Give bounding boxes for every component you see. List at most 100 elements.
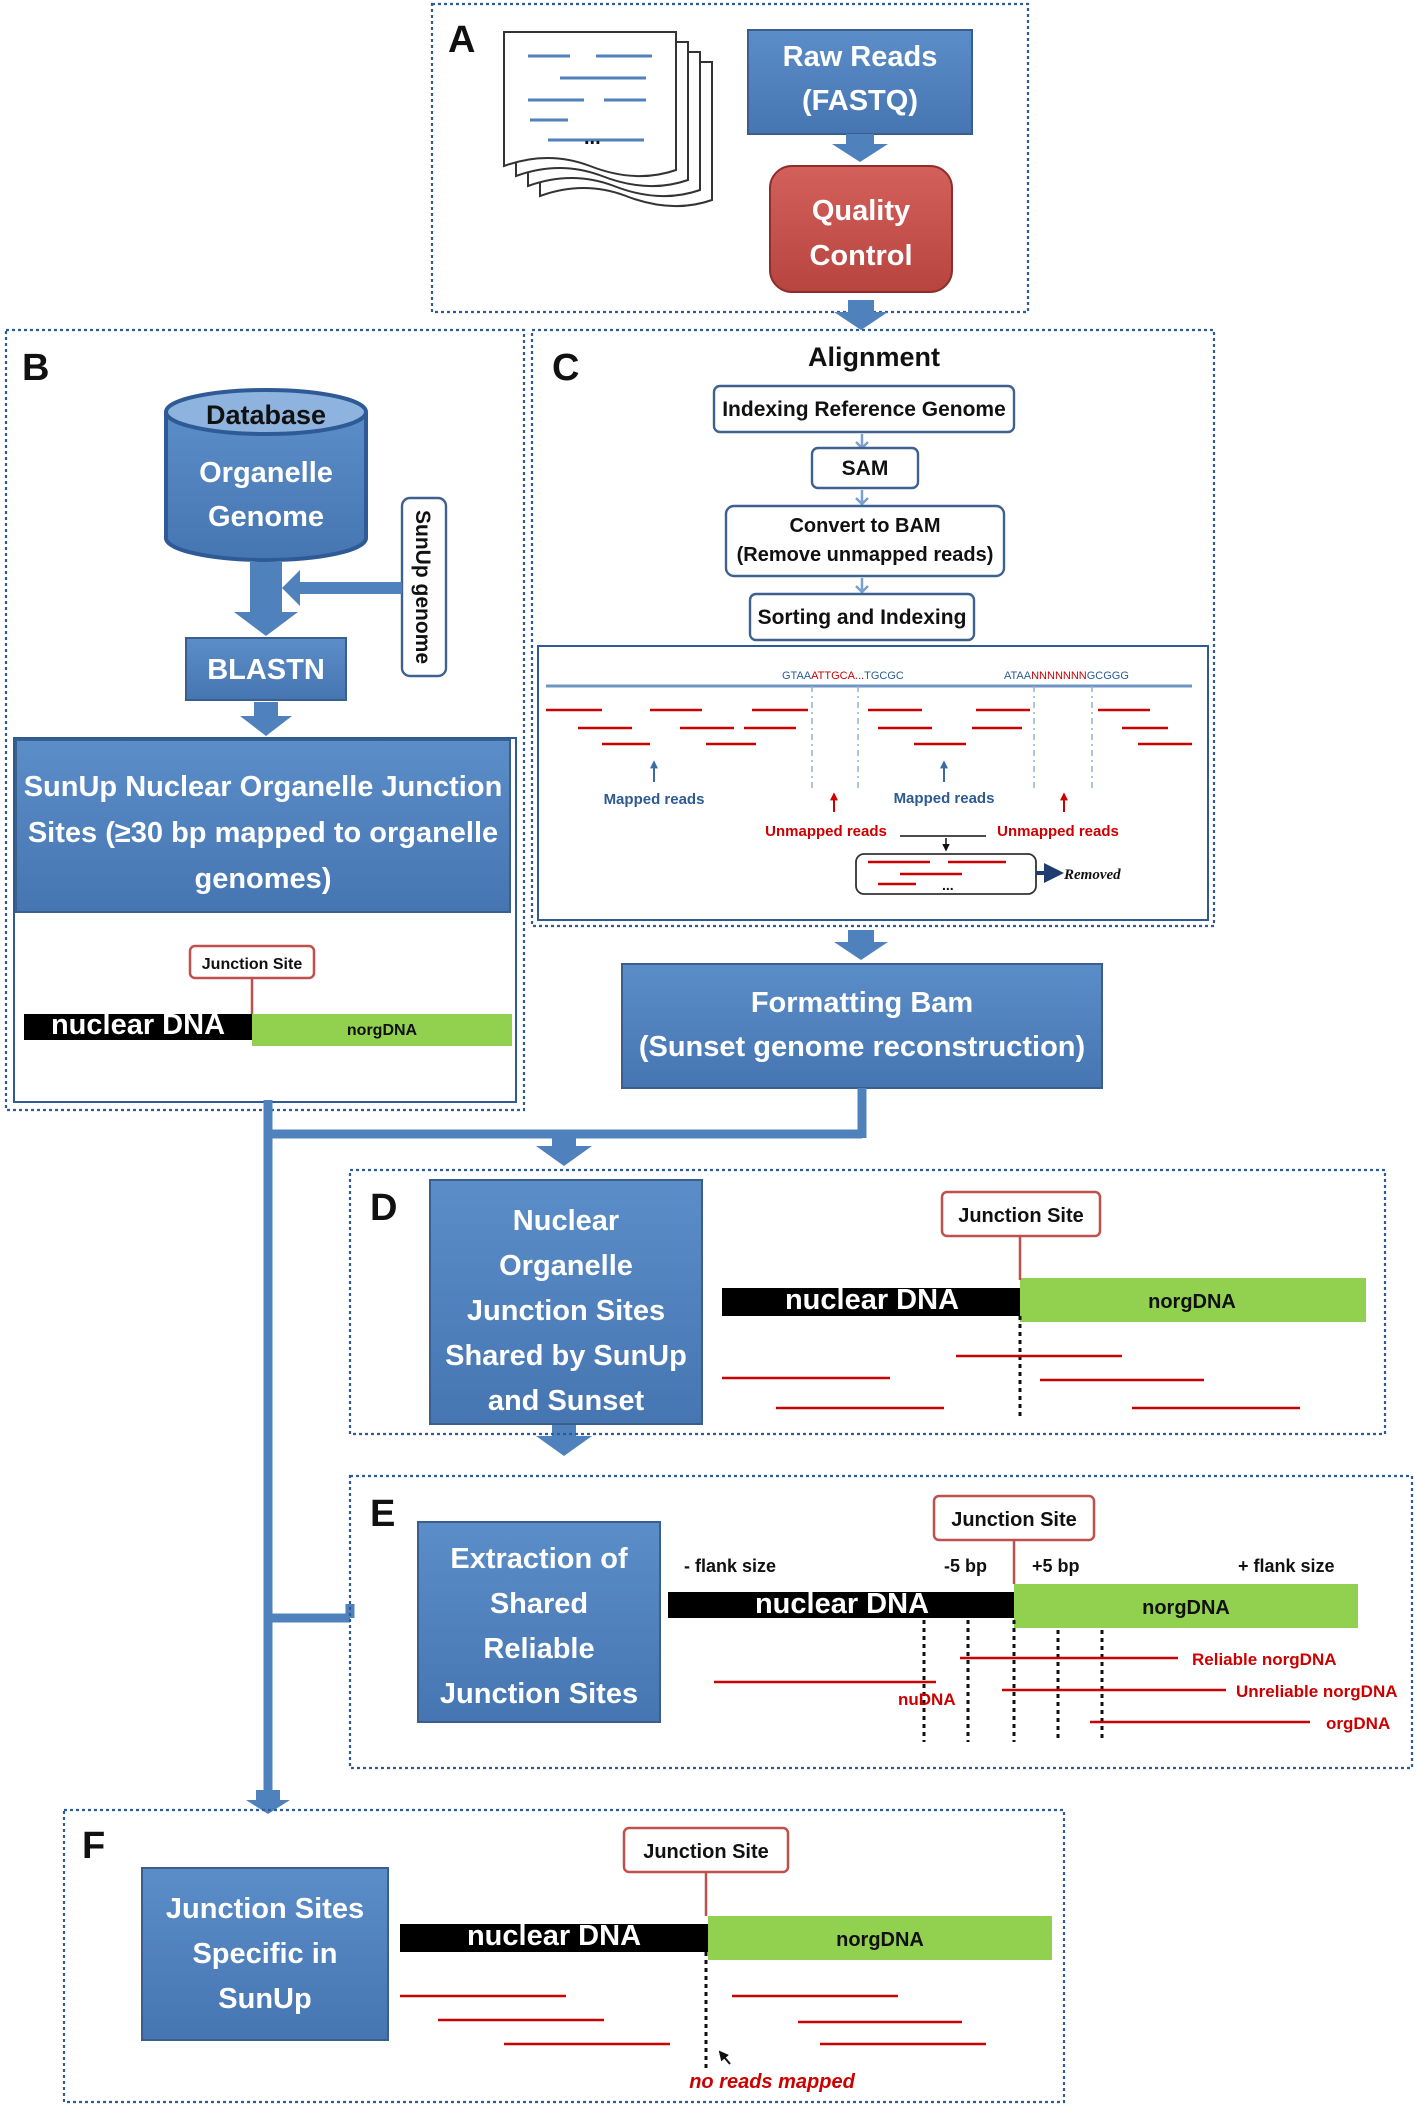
- arrow-bam-to-sorting: [855, 578, 869, 594]
- panel-b-letter: B: [22, 347, 49, 389]
- unmapped-reads-label-2: Unmapped reads: [997, 823, 1119, 840]
- blastn-box: [185, 637, 347, 701]
- organelle-genome-database: Database Organelle Genome: [164, 388, 368, 562]
- panel-c-frame: [530, 328, 1216, 928]
- nuclear-dna-label-b: nuclear DNA: [51, 1009, 225, 1041]
- norg-dna-label-f: norgDNA: [836, 1929, 924, 1951]
- indexing-label: Indexing Reference Genome: [722, 398, 1006, 421]
- indexing-box: [712, 384, 1016, 434]
- arrow-sam-to-bam: [855, 490, 869, 506]
- convert-bam-line1: Convert to BAM: [789, 515, 940, 537]
- arrow-indexing-to-sam: [855, 434, 869, 450]
- formatting-bam-line1: Formatting Bam: [751, 987, 973, 1019]
- sequence-1: GTAAATTGCA...TGCGC: [782, 670, 904, 682]
- shared-sites-line4: Shared by SunUp: [445, 1340, 687, 1372]
- extraction-box: [417, 1521, 661, 1723]
- removed-ellipsis: ...: [942, 877, 954, 893]
- raw-reads-label-line2: (FASTQ): [802, 85, 918, 117]
- arrow-qc-to-alignment: [834, 300, 888, 330]
- unmapped-reads-label-1: Unmapped reads: [765, 823, 887, 840]
- quality-control-line1: Quality: [812, 195, 910, 227]
- panel-d-junction-figure: Junction Site nuclear DNA norgDNA: [722, 1190, 1366, 1420]
- panel-d-letter: D: [370, 1187, 397, 1229]
- mapped-reads-label-1: Mapped reads: [604, 791, 705, 808]
- junction-site-label-e: Junction Site: [951, 1509, 1077, 1531]
- panel-f-frame: [62, 1808, 1066, 2104]
- minus-flank-label: - flank size: [684, 1556, 776, 1576]
- arrow-alignment-to-formatting: [834, 930, 888, 960]
- norg-dna-label-e: norgDNA: [1142, 1597, 1230, 1619]
- norg-dna-label-d: norgDNA: [1148, 1291, 1236, 1313]
- reliable-norgdna-label: Reliable norgDNA: [1192, 1650, 1337, 1669]
- panel-e-junction-figure: - flank size -5 bp +5 bp + flank size Ju…: [668, 1494, 1398, 1742]
- sunup-genome-label: SunUp genome: [411, 510, 434, 664]
- database-line2: Genome: [208, 501, 324, 533]
- arrow-blastn-to-sites: [240, 702, 292, 736]
- sunup-junction-sites-box: [15, 739, 511, 913]
- norg-dna-label-b: norgDNA: [347, 1022, 418, 1039]
- convert-bam-box: [724, 504, 1006, 578]
- shared-sites-line2: Organelle: [499, 1250, 633, 1282]
- shared-sites-line1: Nuclear: [513, 1205, 619, 1237]
- nuclear-dna-label-f: nuclear DNA: [467, 1920, 641, 1952]
- sam-box: [810, 446, 920, 490]
- junction-site-label-d: Junction Site: [958, 1205, 1084, 1227]
- extraction-line1: Extraction of: [450, 1543, 628, 1575]
- convert-bam-line2: (Remove unmapped reads): [737, 544, 994, 566]
- panel-b-junction-figure: Junction Site nuclear DNA norgDNA: [24, 944, 512, 1046]
- nudna-label: nuDNA: [898, 1690, 956, 1709]
- nuclear-dna-label-e: nuclear DNA: [755, 1588, 929, 1620]
- sunup-sites-line3: genomes): [195, 863, 332, 895]
- database-line1: Organelle: [199, 457, 333, 489]
- panel-f-letter: F: [82, 1825, 105, 1867]
- specific-sites-box: [141, 1867, 389, 2041]
- panel-a-frame: [430, 2, 1030, 314]
- formatting-bam-box: [621, 963, 1103, 1089]
- shared-sites-box: [429, 1179, 703, 1425]
- specific-line3: SunUp: [218, 1983, 311, 2015]
- fastq-files-icon: ...: [503, 31, 713, 208]
- panel-e-frame: [348, 1474, 1414, 1770]
- junction-site-callout-f: [622, 1826, 790, 1874]
- plus-flank-label: + flank size: [1238, 1556, 1335, 1576]
- sunup-sites-line1: SunUp Nuclear Organelle Junction: [24, 771, 503, 803]
- junction-site-callout-d: [940, 1190, 1102, 1238]
- database-header: Database: [206, 400, 326, 430]
- shared-sites-line5: and Sunset: [488, 1385, 645, 1417]
- sam-label: SAM: [842, 457, 889, 480]
- reads-figure: GTAAATTGCA...TGCGC ATAANNNNNNNGCGGG Mapp…: [546, 670, 1192, 895]
- junction-site-callout-e: [932, 1494, 1096, 1542]
- extraction-line3: Reliable: [483, 1633, 594, 1665]
- files-ellipsis: ...: [584, 127, 601, 149]
- specific-line1: Junction Sites: [166, 1893, 364, 1925]
- extraction-line2: Shared: [490, 1588, 588, 1620]
- junction-site-callout-b: [188, 944, 316, 980]
- quality-control-line2: Control: [809, 240, 912, 272]
- arrow-raw-to-qc: [832, 134, 888, 162]
- removed-label: Removed: [1063, 867, 1121, 883]
- sorting-label: Sorting and Indexing: [758, 606, 967, 629]
- arrow-database-to-blastn: [234, 562, 298, 636]
- panel-f-junction-figure: Junction Site nuclear DNA norgDNA no rea…: [400, 1826, 1052, 2093]
- arrow-sunup-genome-into-flow: [282, 570, 402, 606]
- minus5-label: -5 bp: [944, 1556, 987, 1576]
- plus5-label: +5 bp: [1032, 1556, 1080, 1576]
- nuclear-dna-label-d: nuclear DNA: [785, 1284, 959, 1316]
- unreliable-norgdna-label: Unreliable norgDNA: [1236, 1682, 1398, 1701]
- panel-c-letter: C: [552, 347, 579, 389]
- panel-a-letter: A: [448, 19, 475, 61]
- specific-line2: Specific in: [192, 1938, 337, 1970]
- junction-site-label-b: Junction Site: [202, 956, 303, 973]
- formatting-bam-line2: (Sunset genome reconstruction): [639, 1031, 1085, 1063]
- extraction-line4: Junction Sites: [440, 1678, 638, 1710]
- junction-site-label-f: Junction Site: [643, 1841, 769, 1863]
- panel-e-letter: E: [370, 1493, 395, 1535]
- shared-sites-line3: Junction Sites: [467, 1295, 665, 1327]
- quality-control-box: [769, 165, 953, 293]
- blastn-label: BLASTN: [207, 654, 325, 686]
- sorting-box: [748, 592, 976, 642]
- orgdna-label: orgDNA: [1326, 1714, 1390, 1733]
- raw-reads-label-line1: Raw Reads: [783, 41, 938, 73]
- panel-d-frame: [348, 1168, 1387, 1436]
